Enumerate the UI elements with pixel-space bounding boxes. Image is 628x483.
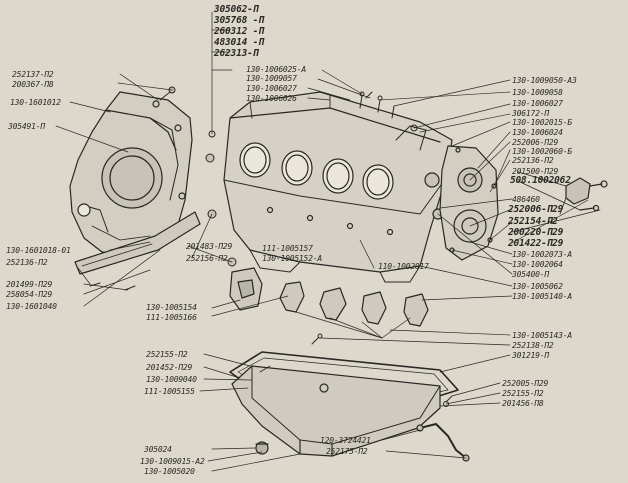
- label-pan-right-3: 301219-П: [512, 351, 549, 360]
- label-right-4: 306172-П: [512, 109, 549, 118]
- front-cover: [439, 145, 499, 261]
- label-left-4: 305491-П: [8, 122, 45, 131]
- label-lower-left-2: 252136-П2: [6, 258, 48, 267]
- label-lower-left-3: 201499-П29: [6, 280, 53, 289]
- label-head-1: 130-1006025-А: [246, 65, 307, 74]
- label-right-20: 130-1005062: [512, 282, 563, 291]
- label-right-14: 252154-П2: [508, 216, 558, 227]
- label-pan-bottom-right-1: 252005-П29: [502, 379, 549, 388]
- label-right-5: 130-1002015-Б: [512, 118, 573, 127]
- label-right-17: 130-1002073-А: [512, 250, 573, 259]
- bearing-caps: [229, 267, 429, 327]
- label-right-9: 252136-П2: [512, 156, 554, 165]
- label-mid-4: 130-1005152-А: [262, 254, 323, 263]
- label-pan-left-3: 130-1009040: [146, 375, 197, 384]
- cover-plate: [74, 211, 201, 275]
- label-bearing-1: 130-1005154: [146, 303, 197, 312]
- label-right-21: 130-1005140-А: [512, 292, 573, 301]
- label-right-8: 130-1002060-Б: [512, 147, 573, 156]
- label-left-3: 130-1601012: [10, 98, 61, 107]
- label-pan-left-1: 252155-П2: [146, 350, 188, 359]
- label-top-1: 305062-П: [214, 4, 259, 15]
- label-lower-left-1: 130-1601018-01: [6, 246, 71, 255]
- label-bottom-2: 130-1009015-А2: [140, 457, 205, 466]
- label-head-4: 130-1006026: [246, 94, 297, 103]
- label-right-2: 130-1009058: [512, 88, 563, 97]
- label-top-2: 305768 -П: [214, 15, 264, 26]
- label-bottom-3: 130-1005020: [144, 467, 195, 476]
- leader-lines: [55, 11, 601, 472]
- fuel-pump-cap: [559, 177, 608, 215]
- label-top-5: 262313-П: [214, 48, 259, 59]
- label-bottom-4: 120-3724421: [320, 436, 371, 445]
- label-right-18: 130-1002064: [512, 260, 563, 269]
- label-pan-bottom-right-3: 201456-П8: [502, 399, 544, 408]
- label-bottom-1: 305024: [144, 445, 172, 454]
- label-pan-left-2: 201452-П29: [146, 363, 193, 372]
- dowels: [205, 130, 237, 267]
- label-pan-left-4: 111-1005155: [144, 387, 195, 396]
- label-right-11: 508.1002062: [510, 175, 571, 186]
- label-right-6: 130-1006024: [512, 128, 563, 137]
- label-mid-2: 252156-П2: [186, 254, 228, 263]
- label-block: 110-1002017: [378, 262, 429, 271]
- label-head-3: 130-1006027: [246, 84, 297, 93]
- label-pan-right-1: 130-1005143-А: [512, 331, 573, 340]
- label-lower-left-5: 130-1601040: [6, 302, 57, 311]
- label-right-7: 252006-П29: [512, 138, 559, 147]
- clutch-housing: [69, 91, 193, 256]
- label-top-4: 483014 -П: [214, 37, 264, 48]
- label-left-2: 200367-П8: [12, 80, 54, 89]
- label-pan-bottom-right-2: 252155-П2: [502, 389, 544, 398]
- label-bearing-2: 111-1005166: [146, 313, 197, 322]
- label-left-1: 252137-П2: [12, 70, 54, 79]
- label-mid-1: 201483-П29: [186, 242, 233, 251]
- label-pan-right-2: 252138-П2: [512, 341, 554, 350]
- label-right-1: 130-1009050-А3: [512, 76, 577, 85]
- label-right-13: 252006-П29: [508, 204, 564, 215]
- label-bottom-5: 252175-П2: [326, 447, 368, 456]
- label-right-16: 201422-П29: [508, 238, 564, 249]
- oil-pan: [231, 365, 441, 457]
- label-right-3: 130-1006027: [512, 99, 563, 108]
- label-top-3: 260312 -П: [214, 26, 264, 37]
- label-right-12: 486460: [512, 195, 540, 204]
- label-right-10: 201500-П29: [512, 167, 559, 176]
- label-head-2: 130-1009057: [246, 74, 297, 83]
- label-mid-3: 111-1005157: [262, 244, 313, 253]
- cylinder-block: [223, 91, 453, 283]
- dipstick-tube: [416, 423, 470, 462]
- block-studs: [359, 91, 395, 119]
- label-lower-left-4: 258054-П29: [6, 290, 53, 299]
- label-right-19: 305400-П: [512, 270, 549, 279]
- label-right-15: 200220-П29: [508, 227, 564, 238]
